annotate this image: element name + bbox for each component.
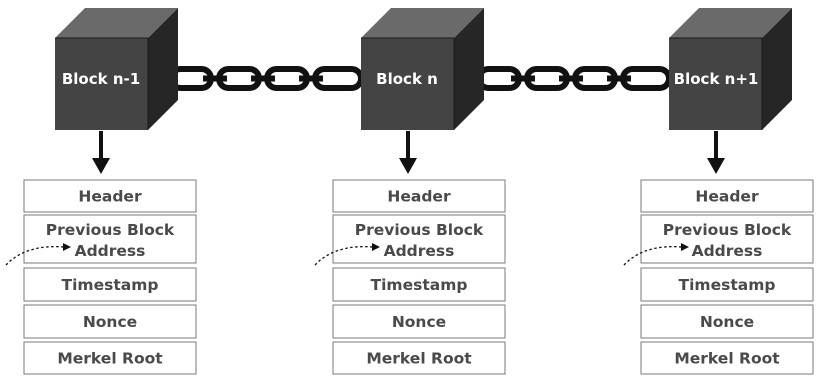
previous-block-label-line2: Address <box>692 242 763 260</box>
cube-icon <box>55 8 178 130</box>
timestamp-field <box>23 267 197 302</box>
merkel-root-label: Merkel Root <box>366 350 472 368</box>
nonce-field <box>640 304 814 339</box>
previous-block-label-line2: Address <box>384 242 455 260</box>
dashed-curved-arrow-icon <box>623 243 689 266</box>
block-label: Block n+1 <box>674 70 759 88</box>
header-field <box>332 179 506 213</box>
timestamp-label: Timestamp <box>679 276 776 294</box>
merkel-root-field <box>23 341 197 375</box>
cube-icon <box>669 8 792 130</box>
previous-block-label-line1: Previous Block <box>663 221 792 239</box>
previous-block-address-field <box>640 214 814 264</box>
chain-connector-2 <box>476 66 672 91</box>
merkel-root-label: Merkel Root <box>57 350 163 368</box>
timestamp-label: Timestamp <box>62 276 159 294</box>
merkel-root-label: Merkel Root <box>674 350 780 368</box>
header-label: Header <box>78 188 142 206</box>
arrow-down-icon <box>92 131 110 174</box>
timestamp-field <box>332 267 506 302</box>
dashed-curved-arrow-icon <box>5 243 71 266</box>
block-fields: Header Previous Block Address Timestamp … <box>332 179 506 375</box>
nonce-label: Nonce <box>83 313 137 331</box>
cube-icon <box>361 8 484 130</box>
header-label: Header <box>387 188 451 206</box>
block-n: Block n Header Previous Block Address Ti… <box>314 8 506 375</box>
nonce-label: Nonce <box>700 313 754 331</box>
block-label: Block n-1 <box>62 70 140 88</box>
previous-block-address-field <box>23 214 197 264</box>
header-label: Header <box>695 188 759 206</box>
arrow-down-icon <box>399 131 417 174</box>
nonce-label: Nonce <box>392 313 446 331</box>
block-n-plus-1: Block n+1 Header Previous Block Address … <box>623 8 814 375</box>
merkel-root-field <box>332 341 506 375</box>
previous-block-label-line1: Previous Block <box>355 221 484 239</box>
header-field <box>23 179 197 213</box>
previous-block-address-field <box>332 214 506 264</box>
timestamp-field <box>640 267 814 302</box>
arrow-down-icon <box>707 131 725 174</box>
merkel-root-field <box>640 341 814 375</box>
chain-connector-1 <box>168 66 364 91</box>
previous-block-label-line2: Address <box>75 242 146 260</box>
dashed-curved-arrow-icon <box>314 243 380 266</box>
previous-block-label-line1: Previous Block <box>46 221 175 239</box>
block-n-minus-1: Block n-1 Header Previous Block Address … <box>5 8 197 375</box>
header-field <box>640 179 814 213</box>
nonce-field <box>23 304 197 339</box>
block-fields: Header Previous Block Address Timestamp … <box>640 179 814 375</box>
timestamp-label: Timestamp <box>371 276 468 294</box>
block-fields: Header Previous Block Address Timestamp … <box>23 179 197 375</box>
block-label: Block n <box>376 70 438 88</box>
nonce-field <box>332 304 506 339</box>
